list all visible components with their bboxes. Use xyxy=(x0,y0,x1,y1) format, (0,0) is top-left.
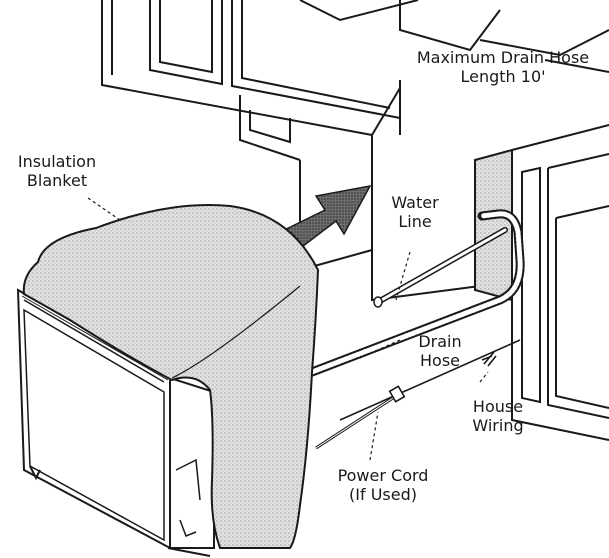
drain-hose-line2: Hose xyxy=(420,351,460,370)
water-line-line2: Line xyxy=(398,212,432,231)
house-wiring-line2: Wiring xyxy=(472,416,524,435)
house-wiring-line1: House xyxy=(472,397,524,416)
house-wiring xyxy=(339,339,521,421)
max-drain-hose-line2: Length 10' xyxy=(460,67,546,86)
insulation-blanket xyxy=(22,203,320,549)
power-cord xyxy=(315,385,406,450)
insulation-blanket-label: Insulation Blanket xyxy=(2,152,112,190)
right-base-cabinet xyxy=(474,124,609,441)
drain-hose-line1: Drain xyxy=(418,332,462,351)
power-cord-line2: (If Used) xyxy=(349,485,417,504)
dishwasher xyxy=(16,288,215,557)
max-drain-hose-line1: Maximum Drain Hose xyxy=(416,48,590,67)
drain-hose xyxy=(307,209,525,377)
house-wiring-label: House Wiring xyxy=(448,397,548,435)
power-cord-line1: Power Cord xyxy=(337,466,429,485)
leader-lines xyxy=(87,197,489,461)
blanket-fold xyxy=(171,285,301,379)
water-line-pipe xyxy=(373,227,508,308)
upper-cabinets xyxy=(101,0,609,250)
insulation-blanket-line1: Insulation xyxy=(17,152,97,171)
insulation-blanket-line2: Blanket xyxy=(26,171,88,190)
power-cord-label: Power Cord (If Used) xyxy=(318,466,448,504)
water-line-line1: Water xyxy=(391,193,439,212)
drain-hose-label: Drain Hose xyxy=(400,332,480,370)
water-line-label: Water Line xyxy=(370,193,460,231)
max-drain-hose-label: Maximum Drain Hose Length 10' xyxy=(398,48,608,86)
